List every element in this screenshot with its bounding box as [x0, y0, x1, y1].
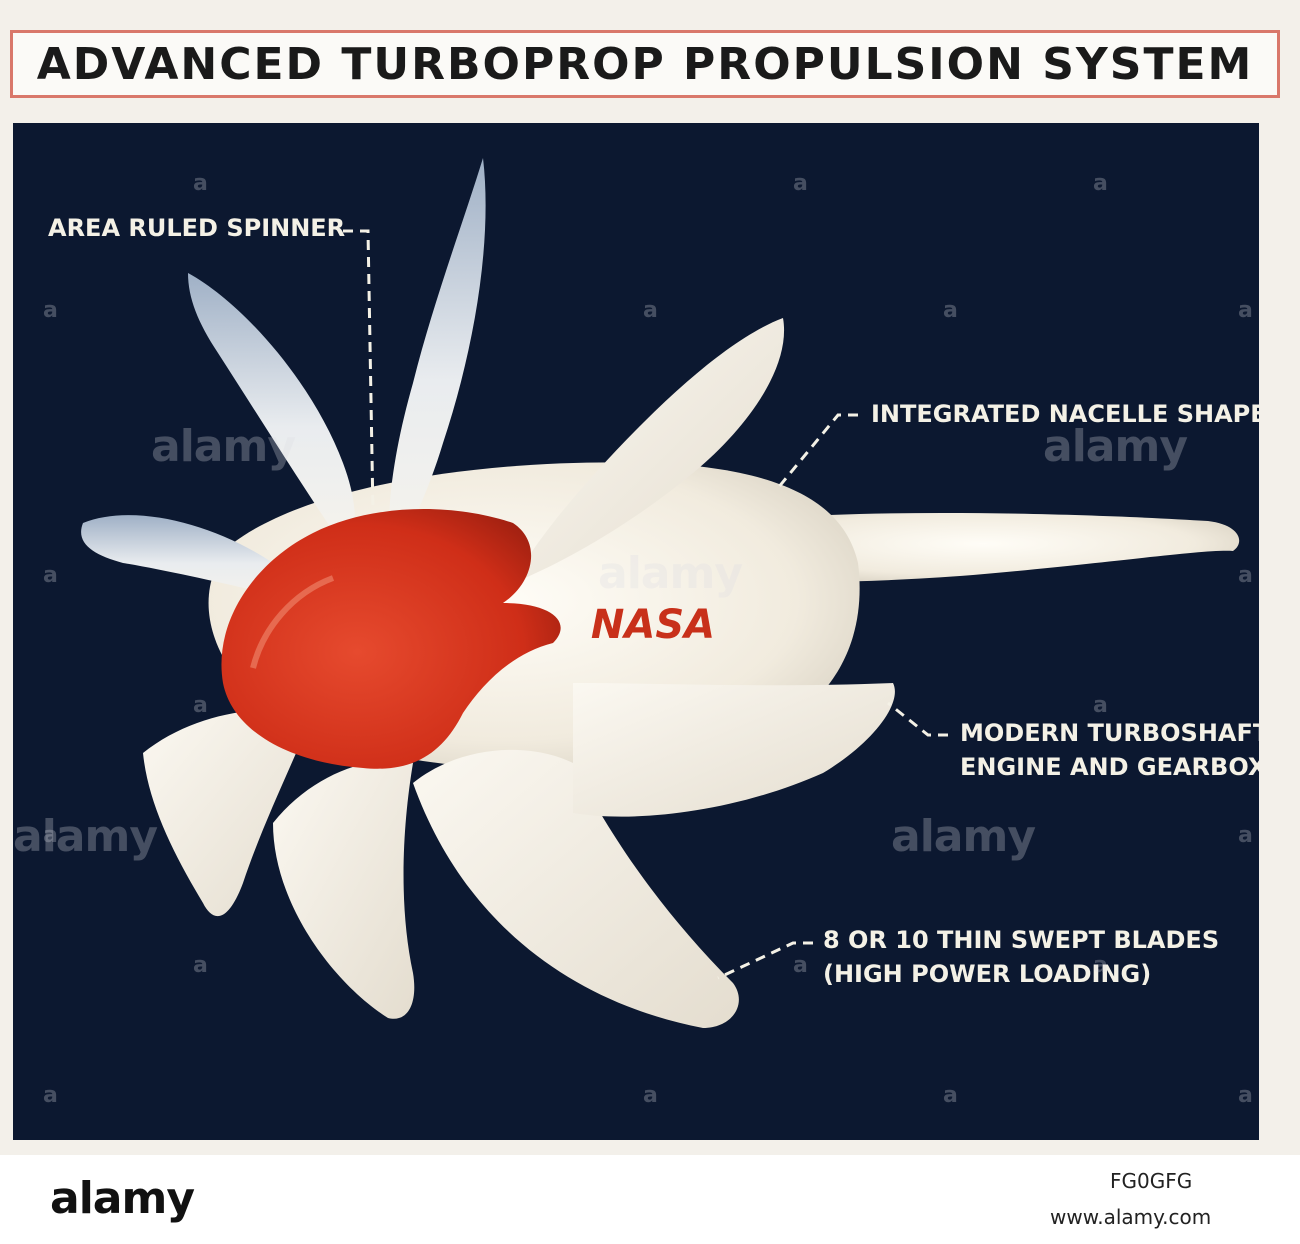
leader-blades — [717, 941, 813, 980]
label-area-ruled-spinner: AREA RULED SPINNER — [48, 211, 345, 245]
label-modern-turboshaft-engine: MODERN TURBOSHAFT ENGINE AND GEARBOX — [960, 716, 1259, 784]
leader-nacelle — [776, 413, 858, 489]
watermark-mark: a — [43, 823, 58, 848]
nasa-logo: NASA — [591, 602, 715, 648]
leader-spinner — [343, 229, 375, 514]
label-integrated-nacelle-shape: INTEGRATED NACELLE SHAPE — [871, 397, 1259, 431]
watermark-mark: a — [1093, 953, 1108, 978]
label-spinner-text: AREA RULED SPINNER — [48, 214, 346, 242]
blade-lower-right — [413, 749, 739, 1028]
watermark-5: alamy — [891, 811, 1036, 862]
watermark-mark: a — [1093, 693, 1108, 718]
watermark-mark: a — [793, 171, 808, 196]
blade-right — [573, 683, 895, 817]
label-swept-blades: 8 OR 10 THIN SWEPT BLADES (HIGH POWER LO… — [823, 923, 1219, 991]
label-engine-line2: ENGINE AND GEARBOX — [960, 753, 1259, 781]
footer-url[interactable]: www.alamy.com — [1050, 1205, 1212, 1229]
watermark-mark: a — [193, 693, 208, 718]
watermark-mark: a — [793, 953, 808, 978]
footer-image-id: FG0GFG — [1110, 1169, 1193, 1193]
leader-engine — [887, 701, 948, 737]
watermark-mark: a — [43, 298, 58, 323]
watermark-mark: a — [1238, 1083, 1253, 1108]
blade-top-center — [389, 158, 486, 563]
label-nacelle-text: INTEGRATED NACELLE SHAPE — [871, 400, 1259, 428]
watermark-mark: a — [43, 563, 58, 588]
watermark-mark: a — [1238, 563, 1253, 588]
spinner-body — [221, 509, 561, 769]
label-blades-line2: (HIGH POWER LOADING) — [823, 960, 1152, 988]
watermark-mark: a — [193, 953, 208, 978]
watermark-mark: a — [643, 298, 658, 323]
watermark-4: alamy — [13, 811, 158, 862]
blade-lower-center — [273, 760, 415, 1019]
watermark-2: alamy — [1043, 421, 1188, 472]
blade-upper-right — [513, 318, 785, 583]
title-banner: ADVANCED TURBOPROP PROPULSION SYSTEM — [10, 30, 1280, 98]
watermark-mark: a — [1238, 823, 1253, 848]
blade-top-left — [188, 273, 355, 553]
watermark-mark: a — [193, 171, 208, 196]
blade-lower-left — [143, 709, 313, 917]
spinner-highlight — [250, 575, 335, 669]
watermark-mark: a — [943, 298, 958, 323]
footer-logo[interactable]: alamy — [50, 1173, 195, 1224]
watermark-mark: a — [1238, 298, 1253, 323]
watermark-mark: a — [1093, 171, 1108, 196]
turboprop-illustration: NASA — [81, 158, 1240, 1028]
nacelle-tail — [773, 512, 1240, 582]
label-engine-line1: MODERN TURBOSHAFT — [960, 719, 1259, 747]
watermark-1: alamy — [151, 421, 296, 472]
label-blades-line1: 8 OR 10 THIN SWEPT BLADES — [823, 926, 1220, 954]
watermark-mark: a — [43, 1083, 58, 1108]
watermark-mark: a — [643, 1083, 658, 1108]
watermark-mark: a — [943, 1083, 958, 1108]
watermark-3: alamy — [598, 548, 743, 599]
stock-footer: alamy FG0GFG www.alamy.com — [0, 1155, 1300, 1244]
diagram-panel: NASA AREA RULED SPINNER INTEGRATED NACEL… — [13, 123, 1259, 1140]
diagram-title: ADVANCED TURBOPROP PROPULSION SYSTEM — [36, 38, 1254, 90]
